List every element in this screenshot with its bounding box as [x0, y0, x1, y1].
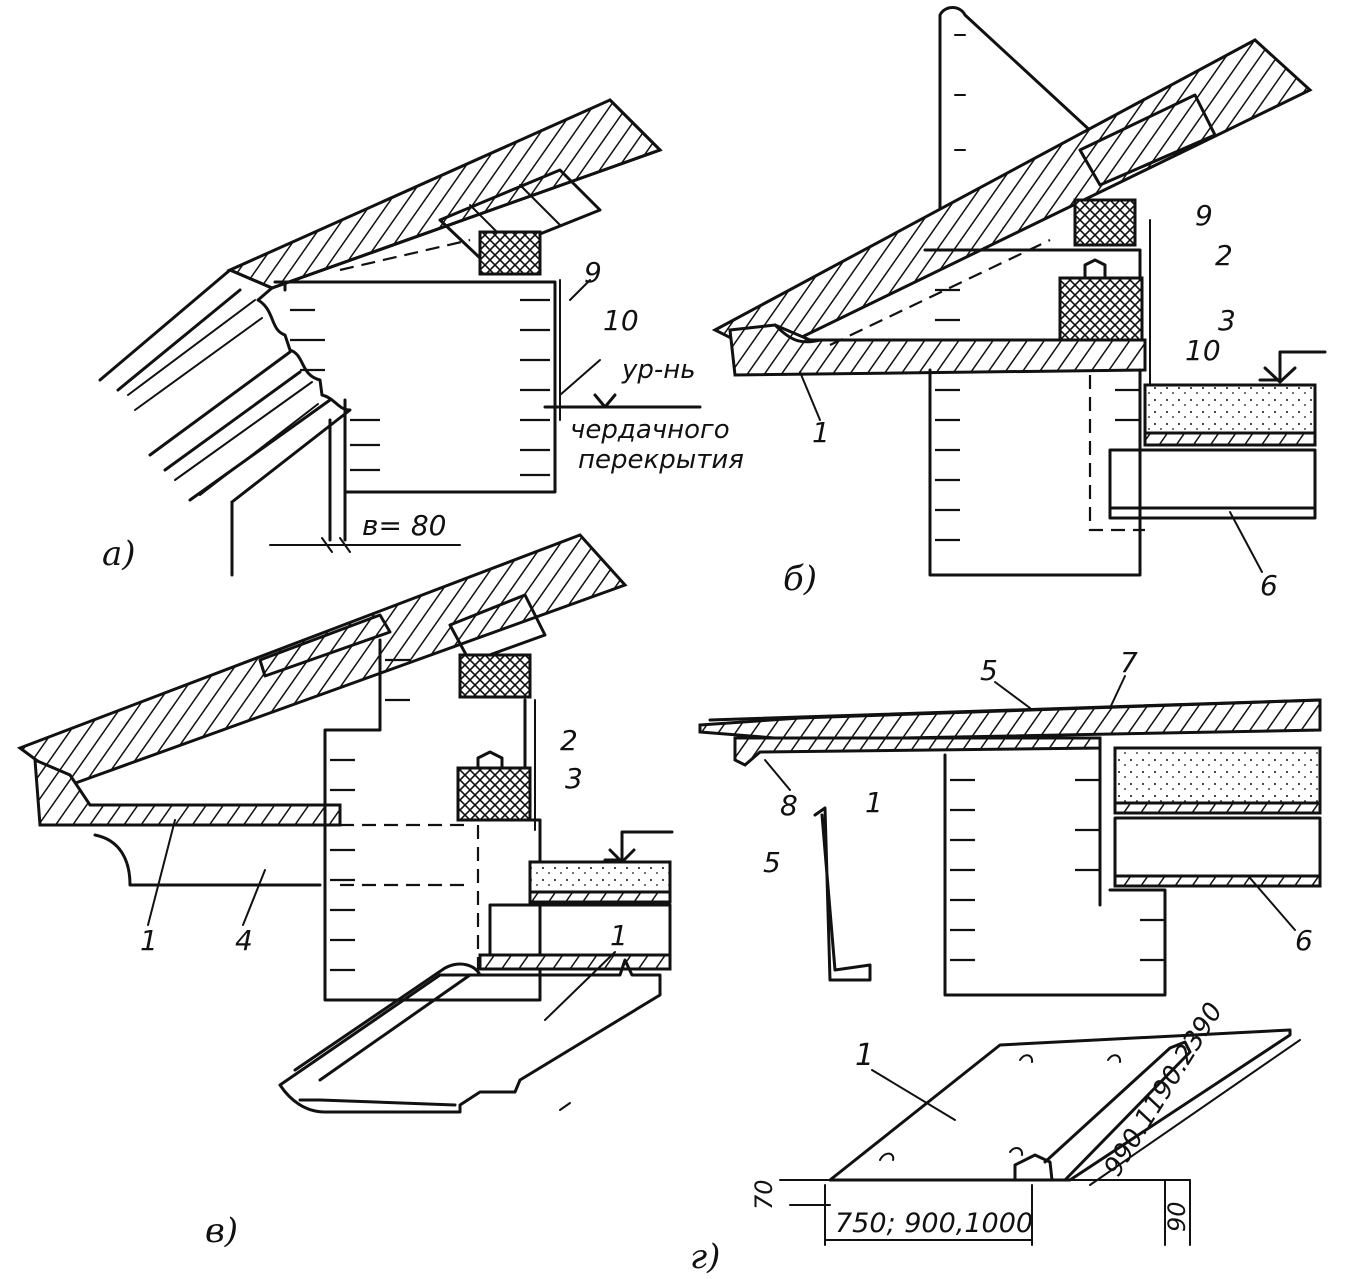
panel-b-insulation: [1143, 383, 1317, 435]
panel-a-level-text-2: чердачного: [570, 415, 730, 445]
panel-g-wall: [943, 738, 1167, 997]
panel-a-callout-10: 10: [603, 304, 639, 337]
panel-g-roof: [698, 698, 1322, 742]
panel-a-level-text-3: перекрытия: [578, 445, 744, 475]
panel-b-snow-guard: [938, 6, 1097, 217]
panel-g-caption: г): [690, 1237, 720, 1277]
panel-g-dim-width: 750; 900,1000: [835, 1208, 1033, 1239]
panel-g-dim-lip: 90: [1163, 1201, 1191, 1232]
panel-a-wall: [230, 238, 557, 577]
panel-b-callout-10: 10: [1185, 334, 1221, 367]
panel-a-caption: а): [102, 534, 136, 574]
panel-g-detail-callout-1: 1: [855, 1038, 874, 1073]
panel-g-callout-8: 8: [780, 789, 798, 822]
panel-v-insulation: [528, 860, 672, 894]
panel-v-caption: в): [205, 1211, 238, 1251]
panel-b-callout-3: 3: [1218, 304, 1236, 337]
panel-b-callout-6: 6: [1260, 569, 1278, 602]
panel-a-cornice: [98, 268, 352, 504]
panel-v-floor-slab: [488, 903, 672, 957]
panel-v-detail-callout-1: 1: [610, 919, 628, 952]
panel-b-floor-slab: [1108, 448, 1317, 520]
panel-g-floor-slab: [1113, 816, 1322, 878]
panel-g-dimensions: [779, 1039, 1301, 1246]
panel-v-eaves-slab: [33, 757, 342, 827]
panel-a-level-mark: [543, 393, 702, 409]
panel-b-beam: [1073, 198, 1137, 247]
panel-g-insulation: [1113, 746, 1322, 805]
panel-a-level-text-1: ур-нь: [621, 355, 696, 385]
panel-v-wall: [323, 638, 542, 1002]
panel-g-callout-5-side: 5: [763, 846, 781, 879]
panel-g-callout-7: 7: [1120, 646, 1138, 679]
panel-g-flashing: [813, 806, 872, 982]
panel-v-callout-2: 2: [560, 724, 578, 757]
panel-v-mauerlat: [456, 766, 532, 822]
panel-b-mauerlat: [1058, 276, 1144, 342]
panel-g: 5 7 8 1 5 6 1: [690, 646, 1322, 1277]
panel-v-callout-3: 3: [565, 762, 583, 795]
panel-g-eaves-slab: [733, 736, 1102, 767]
panel-g-callout-5-top: 5: [980, 654, 998, 687]
panel-g-detail-slab: [828, 1028, 1292, 1182]
panel-v: 2 3 1 4 1 в): [16, 533, 674, 1251]
panel-a-callout-9: 9: [584, 256, 602, 289]
panel-g-callout-1: 1: [865, 786, 883, 819]
panel-g-dim-thickness: 70: [750, 1179, 778, 1210]
panel-v-callout-4: 4: [235, 924, 253, 957]
panel-a-dimension: [269, 537, 461, 553]
panel-b-callout-9: 9: [1195, 199, 1213, 232]
panel-b-callout-1: 1: [812, 416, 830, 449]
panel-g-callout-6: 6: [1295, 924, 1313, 957]
panel-a-dimension-label: в= 80: [362, 509, 447, 542]
panel-b: 9 2 3 10 1 6 б): [711, 6, 1327, 602]
panel-b-caption: б): [783, 559, 817, 599]
panel-b-callout-2: 2: [1215, 239, 1233, 272]
panel-v-detail-slab: [278, 958, 662, 1114]
panel-v-beam: [458, 653, 532, 699]
panel-v-callout-1: 1: [140, 924, 158, 957]
panel-a: 9 10 ур-нь чердачного перекрытия в= 80 а…: [98, 98, 744, 577]
panel-a-mauerlat: [478, 230, 542, 276]
